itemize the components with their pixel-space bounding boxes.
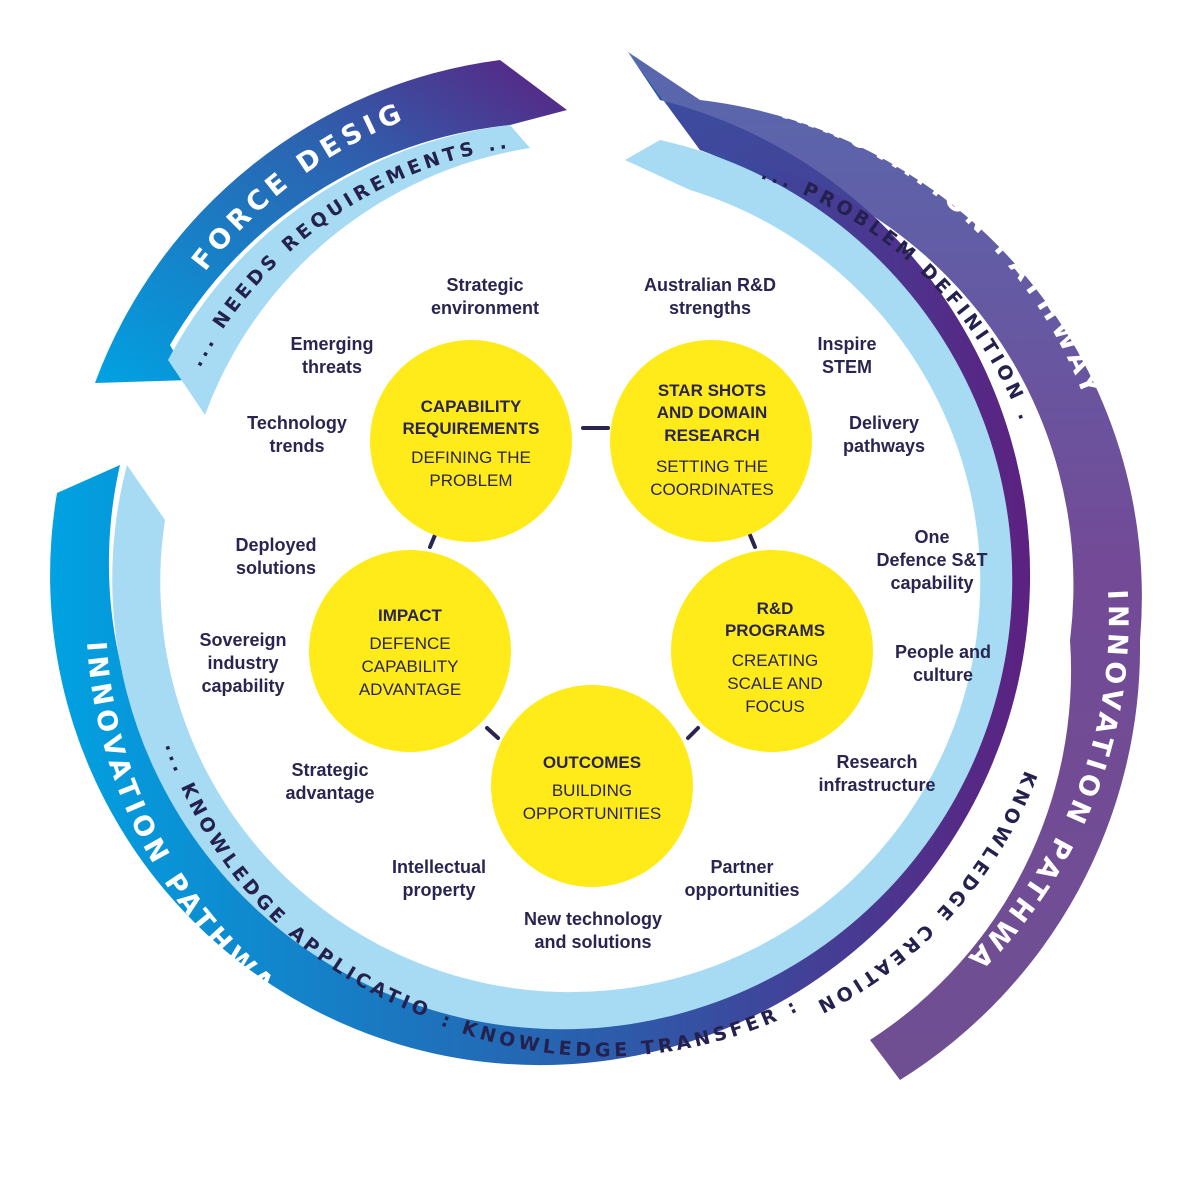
- label-sovereign-industry: Sovereign industry capability: [199, 630, 286, 696]
- svg-text:FOCUS: FOCUS: [745, 697, 805, 716]
- svg-text:opportunities: opportunities: [685, 880, 800, 900]
- stage-circle-impact: [309, 550, 511, 752]
- svg-text:People and: People and: [895, 642, 991, 662]
- stage-circles: [309, 340, 873, 887]
- svg-text:CAPABILITY: CAPABILITY: [362, 657, 459, 676]
- svg-text:strengths: strengths: [669, 298, 751, 318]
- stage-circle-outcomes: [491, 685, 693, 887]
- svg-text:Emerging: Emerging: [290, 334, 373, 354]
- label-partner-opportunities: Partner opportunities: [685, 857, 800, 900]
- svg-text:and solutions: and solutions: [535, 932, 652, 952]
- svg-text:Intellectual: Intellectual: [392, 857, 486, 877]
- svg-text:Delivery: Delivery: [849, 413, 919, 433]
- svg-text:capability: capability: [890, 573, 973, 593]
- svg-text:Inspire: Inspire: [817, 334, 876, 354]
- svg-text:SCALE AND: SCALE AND: [727, 674, 822, 693]
- label-deployed-solutions: Deployed solutions: [235, 535, 316, 578]
- svg-text:Technology: Technology: [247, 413, 347, 433]
- outer-labels: Strategic environment Emerging threats T…: [199, 275, 991, 952]
- svg-text:environment: environment: [431, 298, 539, 318]
- svg-text:PROBLEM: PROBLEM: [429, 471, 512, 490]
- label-delivery-pathways: Delivery pathways: [843, 413, 925, 456]
- stage-rd-programs: R&D PROGRAMS CREATING SCALE AND FOCUS: [725, 599, 825, 716]
- svg-text:One: One: [914, 527, 949, 547]
- svg-text:property: property: [402, 880, 475, 900]
- svg-text:Defence S&T: Defence S&T: [876, 550, 987, 570]
- svg-text:DEFINING THE: DEFINING THE: [411, 448, 531, 467]
- svg-text:Strategic: Strategic: [291, 760, 368, 780]
- svg-text:Australian R&D: Australian R&D: [644, 275, 776, 295]
- label-strategic-advantage: Strategic advantage: [285, 760, 374, 803]
- stage-circle-rd: [671, 550, 873, 752]
- svg-text:STAR SHOTS: STAR SHOTS: [658, 381, 766, 400]
- svg-text:CAPABILITY: CAPABILITY: [421, 397, 522, 416]
- svg-text:Deployed: Deployed: [235, 535, 316, 555]
- svg-text:Strategic: Strategic: [446, 275, 523, 295]
- svg-text:OUTCOMES: OUTCOMES: [543, 753, 641, 772]
- svg-text:solutions: solutions: [236, 558, 316, 578]
- svg-text:BUILDING: BUILDING: [552, 781, 632, 800]
- label-inspire-stem: Inspire STEM: [817, 334, 876, 377]
- force-design-arrow: [95, 60, 567, 383]
- label-emerging-threats: Emerging threats: [290, 334, 373, 377]
- svg-text:threats: threats: [302, 357, 362, 377]
- svg-text:trends: trends: [269, 436, 324, 456]
- svg-text:pathways: pathways: [843, 436, 925, 456]
- label-people-and-culture: People and culture: [895, 642, 991, 685]
- label-strategic-environment: Strategic environment: [431, 275, 539, 318]
- svg-text:Research: Research: [836, 752, 917, 772]
- label-research-infrastructure: Research infrastructure: [818, 752, 935, 795]
- svg-text:DEFENCE: DEFENCE: [369, 634, 450, 653]
- connector-5: [428, 533, 437, 549]
- svg-text:REQUIREMENTS: REQUIREMENTS: [403, 419, 540, 438]
- svg-text:Sovereign: Sovereign: [199, 630, 286, 650]
- outer-ring-right-overlay: [628, 52, 1142, 1080]
- svg-text:ADVANTAGE: ADVANTAGE: [359, 680, 461, 699]
- inner-ring-needs: [168, 125, 530, 415]
- stage-starshots: STAR SHOTS AND DOMAIN RESEARCH SETTING T…: [650, 381, 773, 499]
- svg-text:AND DOMAIN: AND DOMAIN: [657, 403, 768, 422]
- svg-text:PROGRAMS: PROGRAMS: [725, 621, 825, 640]
- connectors: [428, 426, 757, 740]
- svg-text:OPPORTUNITIES: OPPORTUNITIES: [523, 804, 662, 823]
- label-intellectual-property: Intellectual property: [392, 857, 486, 900]
- stage-circle-starshots: [610, 340, 812, 542]
- svg-text:New technology: New technology: [524, 909, 662, 929]
- svg-text:infrastructure: infrastructure: [818, 775, 935, 795]
- svg-text:industry: industry: [207, 653, 278, 673]
- svg-text:RESEARCH: RESEARCH: [664, 426, 759, 445]
- stage-outcomes: OUTCOMES BUILDING OPPORTUNITIES: [523, 753, 662, 823]
- svg-text:IMPACT: IMPACT: [378, 606, 443, 625]
- label-one-defence: One Defence S&T capability: [876, 527, 987, 593]
- connector-4: [485, 726, 500, 740]
- svg-text:R&D: R&D: [757, 599, 794, 618]
- connector-3: [686, 726, 700, 740]
- stage-circle-capability: [370, 340, 572, 542]
- svg-text:CREATING: CREATING: [732, 651, 819, 670]
- svg-text:culture: culture: [913, 665, 973, 685]
- connector-2: [748, 533, 757, 549]
- svg-text:advantage: advantage: [285, 783, 374, 803]
- stage-capability: CAPABILITY REQUIREMENTS DEFINING THE PRO…: [403, 397, 540, 490]
- force-design-label: FORCE DESIGN: [0, 0, 410, 276]
- label-australian-rd-strengths: Australian R&D strengths: [644, 275, 776, 318]
- label-new-technology: New technology and solutions: [524, 909, 662, 952]
- svg-text:capability: capability: [201, 676, 284, 696]
- svg-text:Partner: Partner: [710, 857, 773, 877]
- stage-impact: IMPACT DEFENCE CAPABILITY ADVANTAGE: [359, 606, 461, 699]
- label-technology-trends: Technology trends: [247, 413, 347, 456]
- svg-text:SETTING THE: SETTING THE: [656, 457, 768, 476]
- svg-text:STEM: STEM: [822, 357, 872, 377]
- svg-text:COORDINATES: COORDINATES: [650, 480, 773, 499]
